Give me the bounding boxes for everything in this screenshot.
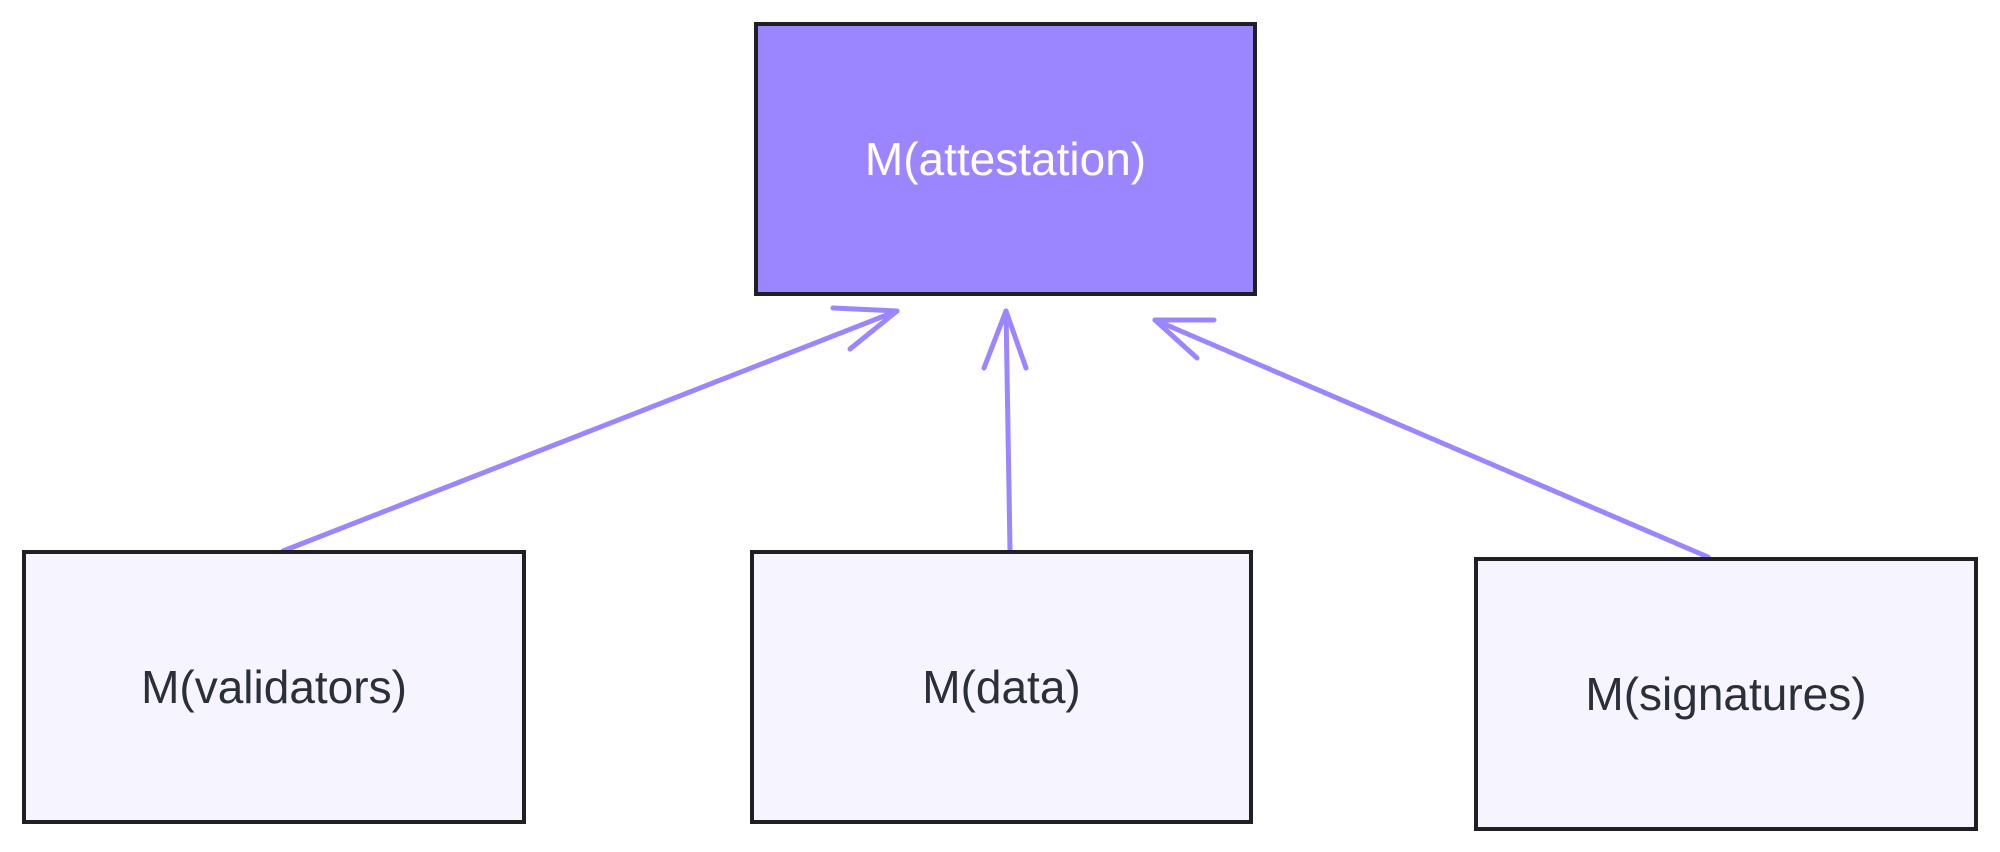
node-signatures[interactable]: M(signatures) — [1474, 557, 1978, 831]
arrowhead — [981, 308, 1029, 371]
node-validators-label: M(validators) — [141, 661, 407, 713]
edge-data-to-attestation — [981, 308, 1029, 553]
edge-line — [280, 308, 900, 554]
node-validators[interactable]: M(validators) — [22, 550, 526, 824]
node-attestation[interactable]: M(attestation) — [754, 22, 1257, 296]
edge-line — [1003, 308, 1013, 553]
edge-line — [1152, 317, 1711, 560]
arrowhead — [1152, 317, 1217, 361]
node-data[interactable]: M(data) — [750, 550, 1253, 824]
node-data-label: M(data) — [922, 661, 1081, 713]
arrowhead — [830, 305, 900, 352]
edge-validators-to-attestation — [280, 305, 900, 554]
node-attestation-label: M(attestation) — [864, 133, 1147, 185]
edge-signatures-to-attestation — [1152, 317, 1711, 560]
node-signatures-label: M(signatures) — [1585, 668, 1867, 720]
